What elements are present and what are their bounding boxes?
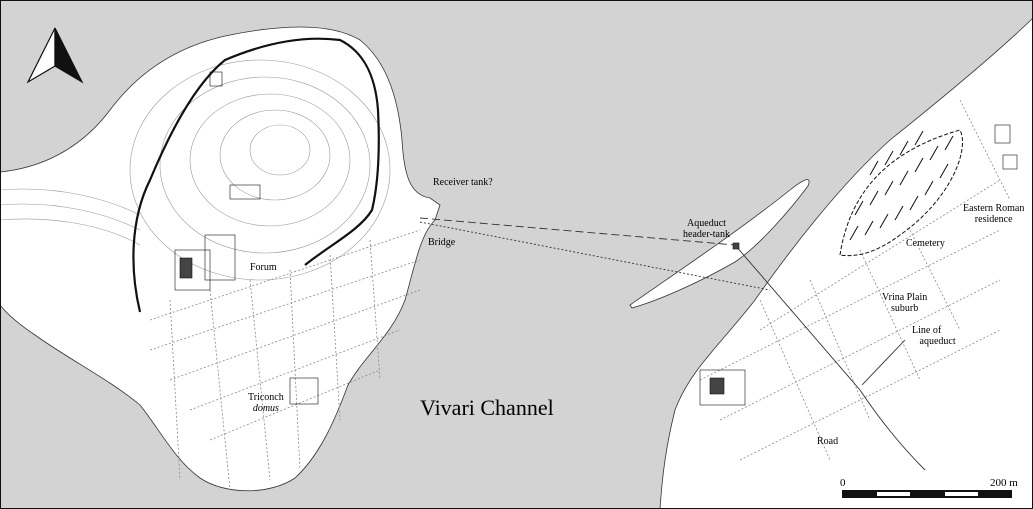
scale-start-label: 0 bbox=[840, 477, 846, 489]
label-forum: Forum bbox=[250, 262, 277, 273]
north-arrow-icon bbox=[26, 27, 84, 84]
label-receiver-tank: Receiver tank? bbox=[433, 177, 493, 188]
label-line-of-aqueduct: Line of aqueduct bbox=[912, 325, 956, 347]
butrint-island bbox=[0, 26, 441, 492]
label-triconch-line1: Triconch bbox=[248, 392, 284, 403]
label-aqueduct-line1: Line of bbox=[912, 325, 942, 336]
scale-end-label: 200 m bbox=[990, 477, 1018, 489]
label-vrina-line2: suburb bbox=[891, 303, 919, 314]
label-eastern-line2: residence bbox=[974, 214, 1013, 225]
label-aqueduct-line2: aqueduct bbox=[919, 336, 956, 347]
label-triconch-line2: domus bbox=[252, 403, 279, 414]
label-bridge: Bridge bbox=[428, 237, 456, 248]
ruins bbox=[174, 71, 1018, 406]
label-header-tank-line2: header-tank bbox=[683, 229, 730, 240]
cemetery-hatching bbox=[839, 129, 963, 257]
vrina-plain bbox=[659, 17, 1033, 509]
city-wall bbox=[132, 37, 380, 313]
label-vivari-channel: Vivari Channel bbox=[420, 395, 554, 420]
scale-bar bbox=[842, 490, 1012, 498]
label-road: Road bbox=[817, 436, 839, 447]
label-eastern-line1: Eastern Roman bbox=[963, 203, 1025, 214]
label-header-tank-line1: Aqueduct bbox=[687, 218, 726, 229]
street-grid bbox=[149, 99, 1011, 491]
contour-lines bbox=[0, 59, 391, 281]
label-cemetery: Cemetery bbox=[906, 238, 945, 249]
label-vrina-line1: Vrina Plain bbox=[882, 292, 928, 303]
aqueduct-lines bbox=[419, 217, 926, 471]
